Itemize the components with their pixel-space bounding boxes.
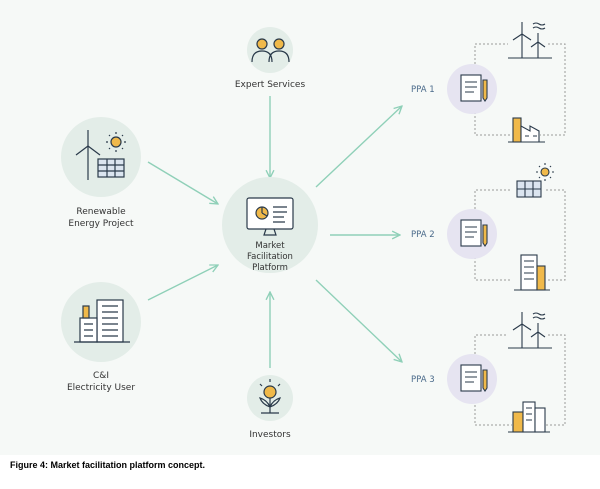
platform-label-line1: Market [255,241,285,251]
office-building-icon [514,254,550,291]
ci-label-line2: Electricity User [66,383,136,393]
bracket-ppa2 [474,189,566,281]
factory-icon [508,117,545,143]
contract-icon [460,74,488,102]
ci-user-label: C&I Electricity User [46,370,156,394]
arrow-ci-to-platform [147,265,218,301]
investors-label: Investors [249,430,291,440]
buildings-icon [74,299,130,343]
platform-label-line2: Facilitation [247,252,293,262]
contract-icon [460,219,488,247]
wind-turbine-icon [508,312,552,349]
expert-circle [247,27,293,73]
solar-panel-icon [516,163,554,198]
bracket-ppa1 [474,43,566,136]
ci-label-line1: C&I [93,371,109,381]
money-plant-icon [259,379,281,414]
platform-label-line3: Platform [252,263,288,273]
renewable-label-line2: Energy Project [68,219,134,229]
figure-caption: Figure 4: Market facilitation platform c… [10,460,206,470]
renewable-project-label: Renewable Energy Project [46,206,156,230]
renewable-label-line1: Renewable [76,207,126,217]
renewable-circle [61,117,141,197]
city-buildings-icon [508,401,550,433]
people-icon [251,38,290,63]
platform-label: Market Facilitation Platform [215,241,325,274]
arrow-platform-to-ppa1 [315,106,402,188]
ppa2-label: PPA 2 [411,230,435,240]
wind-solar-icon [75,130,126,180]
ppa3-label: PPA 3 [411,375,435,385]
expert-services-label: Expert Services [234,80,306,90]
arrow-renewable-to-platform [147,161,218,204]
diagram-canvas [61,22,566,433]
arrow-platform-to-ppa3 [315,279,402,362]
monitor-chart-icon [246,197,294,236]
ppa1-label: PPA 1 [411,85,435,95]
flow-arrows [147,96,402,368]
wind-turbine-icon [508,22,552,59]
contract-icon [460,364,488,392]
